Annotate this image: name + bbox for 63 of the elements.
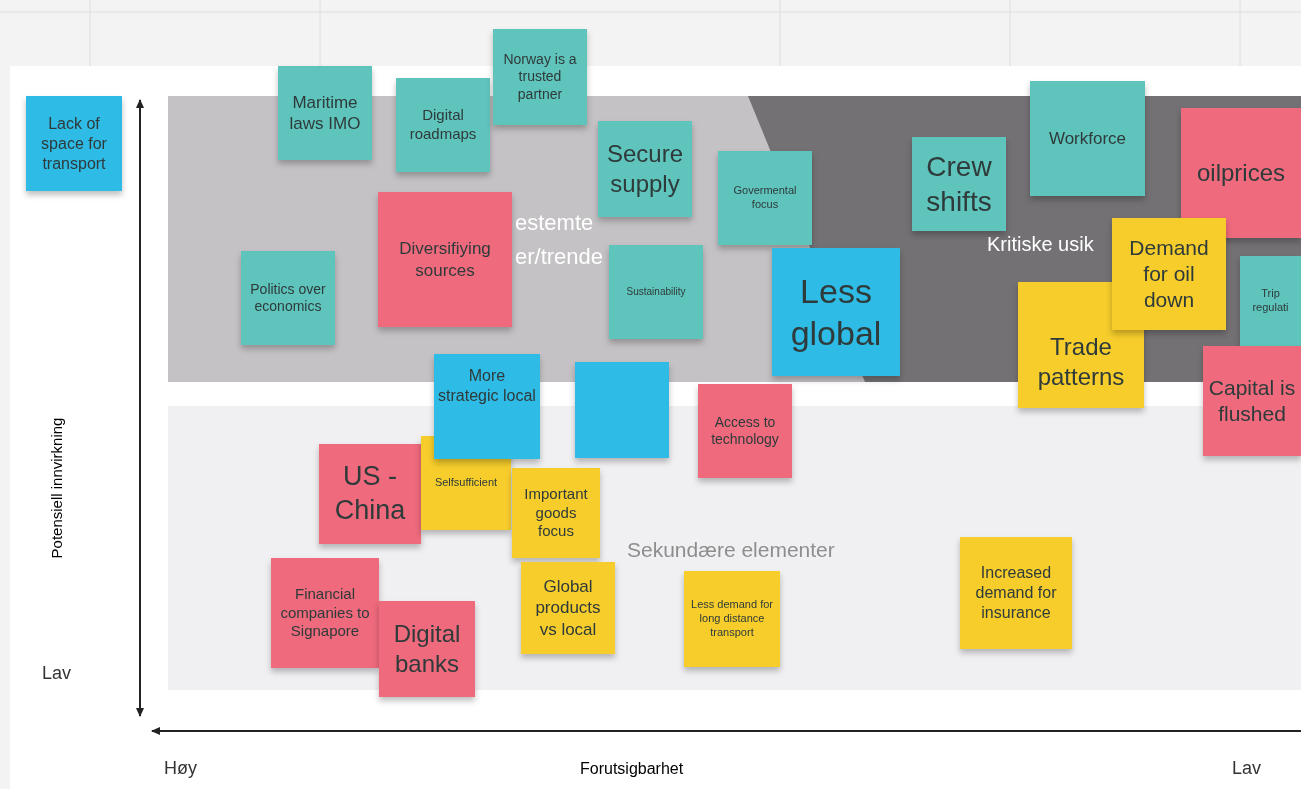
- sticky-note: [575, 362, 669, 458]
- note-text: Trip regulati: [1251, 287, 1290, 315]
- note-text: Sustainability: [626, 285, 686, 299]
- sticky-note: [1018, 282, 1144, 408]
- note-text: Politics over economics: [249, 280, 327, 316]
- sticky-note: [1181, 108, 1301, 238]
- note-text: Govermental focus: [732, 184, 798, 212]
- sticky-note: [1030, 81, 1145, 196]
- note-text: Demand for oil down: [1128, 234, 1210, 314]
- sticky-note: [271, 558, 379, 668]
- sticky-note: [1112, 218, 1226, 330]
- zone-title: Kritiske usik: [987, 232, 1094, 257]
- sticky-note: [609, 245, 703, 339]
- axis-label: Høy: [164, 757, 197, 780]
- note-text: Selfsufficient: [434, 476, 498, 490]
- sticky-note: [772, 248, 900, 376]
- note-text: Crew shifts: [925, 150, 993, 219]
- zone-title: Sekundære elementer: [627, 537, 835, 563]
- note-text: Capital is flushed: [1207, 374, 1297, 427]
- sticky-note: [378, 192, 512, 327]
- sticky-note: [241, 251, 335, 345]
- note-text: Access to technology: [710, 413, 780, 449]
- note-text: US - China: [333, 460, 407, 527]
- note-text: oilprices: [1197, 158, 1285, 188]
- note-text: Diversifiying sources: [398, 238, 492, 281]
- sticky-note: [960, 537, 1072, 649]
- axis-label: Lav: [42, 662, 72, 685]
- note-text: Important goods focus: [523, 484, 589, 542]
- axis-label: Forutsigbarhet: [580, 759, 684, 779]
- sticky-note: [912, 137, 1006, 231]
- axis-label: Potensiell innvirkning: [46, 417, 66, 559]
- note-text: Less global: [789, 270, 883, 354]
- sticky-note: [512, 468, 600, 558]
- sticky-note: [1240, 256, 1301, 346]
- note-text: Increased demand for insurance: [974, 563, 1058, 623]
- note-text: Trade patterns: [1036, 332, 1126, 392]
- sticky-note: [278, 66, 372, 160]
- note-text: More strategic local: [438, 366, 536, 406]
- sticky-note: [379, 601, 475, 697]
- note-text: Digital banks: [392, 619, 462, 679]
- note-text: Digital roadmaps: [408, 106, 478, 144]
- note-text: Lack of space for transport: [40, 113, 108, 174]
- sticky-note: [396, 78, 490, 172]
- note-text: Global products vs local: [534, 576, 602, 640]
- sticky-note: [598, 121, 692, 217]
- sticky-note: [1203, 346, 1301, 456]
- sticky-note: [493, 29, 587, 125]
- sticky-note: [434, 354, 540, 459]
- sticky-note: [26, 96, 122, 191]
- sticky-note: [521, 562, 615, 654]
- axis-label: Lav: [1232, 757, 1262, 780]
- sticky-note: [698, 384, 792, 478]
- zone-band: [168, 406, 1301, 690]
- zone-title: estemte er/trende: [515, 209, 605, 271]
- note-text: Norway is a trusted partner: [502, 50, 578, 104]
- note-text: Financial companies to Signapore: [279, 584, 371, 642]
- note-text: Less demand for long distance transport: [690, 598, 774, 640]
- note-text: Maritime laws IMO: [288, 91, 362, 135]
- note-text: Workforce: [1048, 127, 1127, 150]
- sticky-note: [684, 571, 780, 667]
- sticky-note: [718, 151, 812, 245]
- sticky-note: [319, 444, 421, 544]
- note-text: Secure supply: [605, 139, 684, 199]
